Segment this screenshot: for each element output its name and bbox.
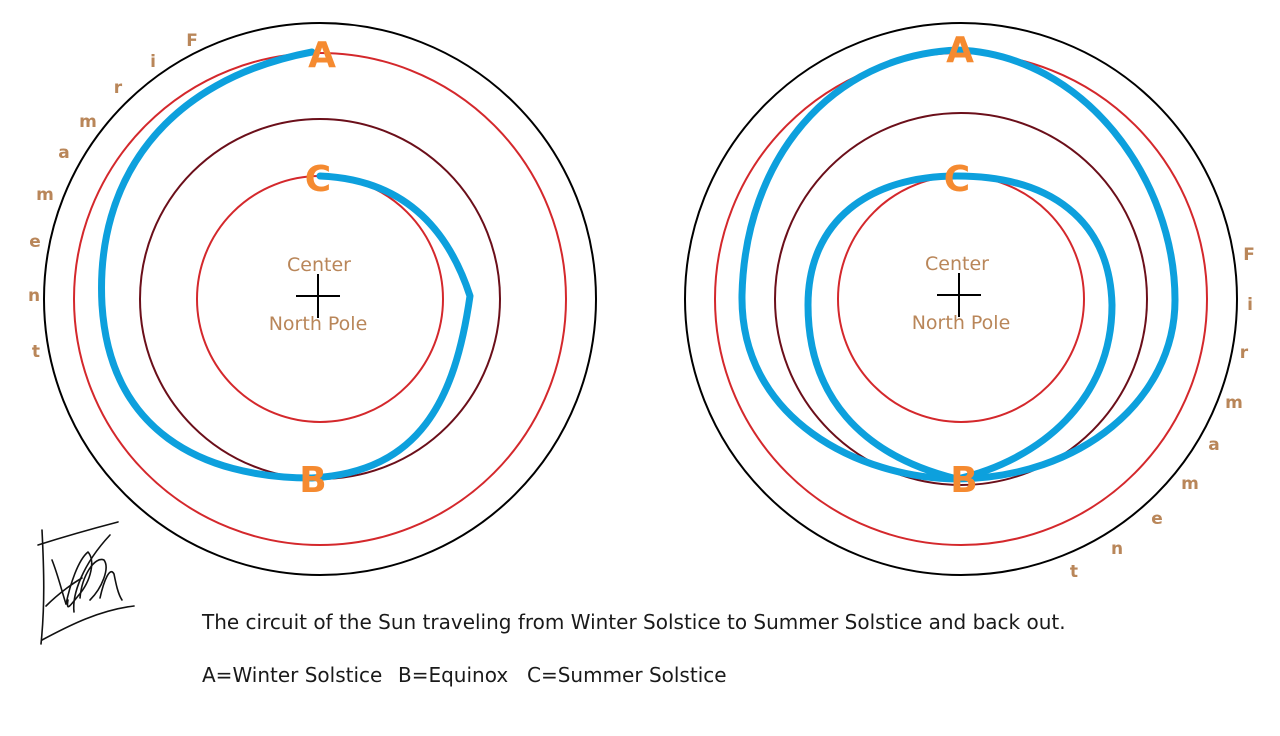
point-a-label: A xyxy=(308,35,336,76)
sun-path xyxy=(98,48,474,482)
legend-summer-solstice: C=Summer Solstice xyxy=(527,663,727,687)
firmament-letter: r xyxy=(1240,343,1249,363)
firmament-letter: a xyxy=(58,143,69,163)
point-b-label: B xyxy=(950,460,977,501)
sun-path-inner xyxy=(804,172,1116,483)
tropic-of-cancer-ring xyxy=(196,175,444,423)
equator-ring xyxy=(774,112,1148,486)
north-pole-label: North Pole xyxy=(912,312,1011,334)
left-diagram: Center North Pole A C B F i r m a m e n … xyxy=(28,22,597,576)
firmament-letter: n xyxy=(1111,539,1123,559)
legend-equinox: B=Equinox xyxy=(398,663,508,687)
center-label: Center xyxy=(925,253,989,275)
firmament-letter: m xyxy=(1225,393,1243,413)
firmament-letters: F i r m a m e n t xyxy=(28,31,198,362)
firmament-letter: n xyxy=(28,286,40,306)
legend-winter-solstice: A=Winter Solstice xyxy=(202,663,382,687)
point-a-label: A xyxy=(946,30,974,71)
signature-icon xyxy=(37,521,135,645)
firmament-letter: e xyxy=(29,232,41,252)
tropic-of-capricorn-ring xyxy=(73,52,567,546)
north-pole-label: North Pole xyxy=(269,313,368,335)
firmament-letter: F xyxy=(186,31,198,51)
point-c-label: C xyxy=(944,159,970,200)
firmament-letter: r xyxy=(114,78,123,98)
firmament-letter: i xyxy=(150,52,156,72)
firmament-letter: m xyxy=(79,112,97,132)
firmament-letter: F xyxy=(1243,245,1255,265)
outer-firmament-ring xyxy=(43,22,597,576)
firmament-letter: m xyxy=(36,185,54,205)
right-diagram: Center North Pole A C B F i r m a m e n … xyxy=(684,22,1255,582)
tropic-of-cancer-ring xyxy=(837,175,1085,423)
outer-firmament-ring xyxy=(684,22,1238,576)
firmament-letter: a xyxy=(1208,435,1219,455)
point-b-label: B xyxy=(299,460,326,501)
firmament-letter: i xyxy=(1247,295,1253,315)
caption-line: The circuit of the Sun traveling from Wi… xyxy=(201,610,1066,634)
point-c-label: C xyxy=(305,159,331,200)
firmament-letter: m xyxy=(1181,474,1199,494)
firmament-letter: e xyxy=(1151,509,1163,529)
firmament-letter: t xyxy=(32,342,40,362)
firmament-letters: F i r m a m e n t xyxy=(1070,245,1255,582)
firmament-letter: t xyxy=(1070,562,1078,582)
center-label: Center xyxy=(287,254,351,276)
